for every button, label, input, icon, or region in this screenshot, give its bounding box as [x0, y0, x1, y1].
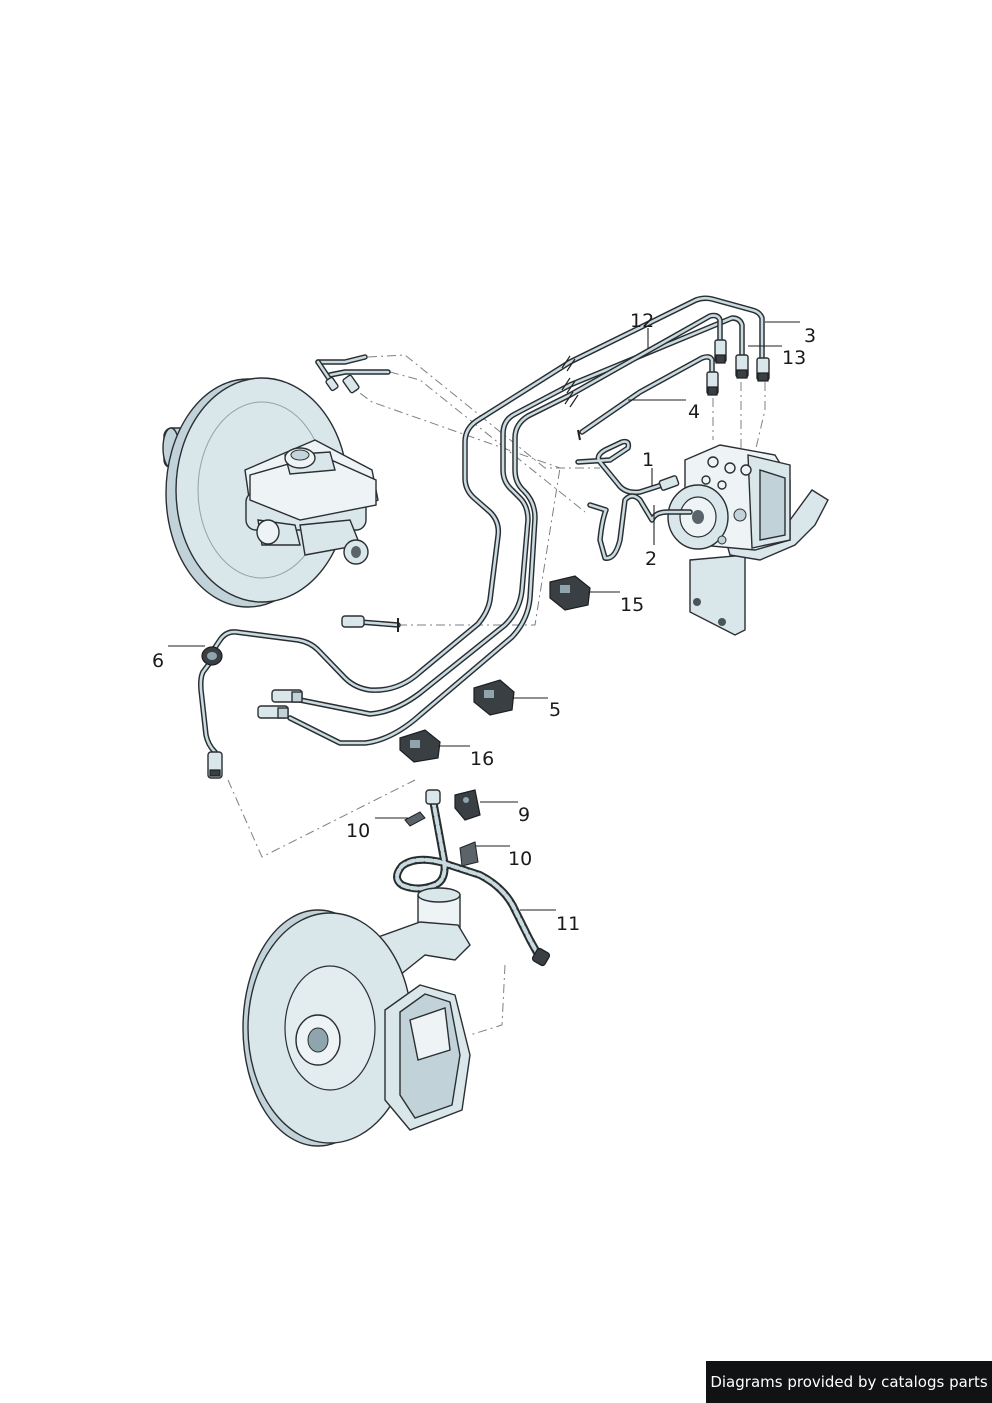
svg-text:5: 5 [549, 699, 561, 721]
union-near-4 [706, 371, 719, 396]
clips-brackets [399, 575, 591, 867]
svg-text:12: 12 [630, 310, 654, 332]
clip-9 [454, 789, 481, 821]
callout-4: 4 [628, 399, 700, 423]
union-line-12-end [271, 689, 303, 703]
callout-5: 5 [512, 697, 561, 721]
brake-hose [393, 789, 551, 967]
clip-16 [399, 729, 441, 763]
callout-15: 15 [588, 591, 644, 616]
clip-5 [473, 679, 515, 716]
svg-text:2: 2 [645, 548, 657, 570]
svg-text:13: 13 [782, 347, 806, 369]
abs-mounting-bracket [689, 554, 746, 636]
brake-lines [198, 295, 765, 755]
callout-11: 11 [520, 909, 580, 935]
callout-13: 13 [748, 345, 806, 369]
union-1 [658, 475, 680, 491]
union-line-4-end [257, 705, 289, 719]
wheel-brake-assembly [242, 887, 471, 1147]
pipe-fittings [201, 339, 770, 779]
svg-text:6: 6 [152, 650, 164, 672]
callout-3: 3 [765, 321, 816, 347]
clip-10-lower [459, 841, 479, 867]
union-13b [756, 357, 770, 382]
union-center [341, 615, 365, 628]
union-13a [735, 354, 749, 379]
callouts: 12 3 13 4 1 2 15 6 [152, 310, 816, 935]
union-4 [714, 339, 727, 364]
svg-text:1: 1 [642, 449, 654, 471]
svg-text:11: 11 [556, 913, 580, 935]
assembly-guide-lines [227, 354, 766, 1036]
callout-6: 6 [152, 645, 205, 672]
clip-15 [549, 575, 591, 611]
callout-9: 9 [480, 801, 530, 826]
svg-text:15: 15 [620, 594, 644, 616]
clip-10-upper [404, 811, 426, 827]
callout-2: 2 [645, 505, 657, 570]
callout-10-lower: 10 [476, 845, 532, 870]
union-left-lower [207, 751, 223, 779]
abs-hydraulic-unit [667, 444, 829, 636]
svg-text:10: 10 [346, 820, 370, 842]
callout-10-upper: 10 [346, 817, 408, 842]
callout-1: 1 [642, 449, 654, 486]
brake-booster-assembly [162, 377, 379, 608]
callout-16: 16 [438, 745, 494, 770]
svg-text:9: 9 [518, 804, 530, 826]
svg-text:3: 3 [804, 325, 816, 347]
svg-text:4: 4 [688, 401, 700, 423]
booster-small-pipes [315, 354, 391, 394]
svg-text:16: 16 [470, 748, 494, 770]
catalog-credit-footer: Diagrams provided by catalogs parts [706, 1361, 992, 1403]
callout-12: 12 [630, 310, 654, 348]
union-6-fitting [201, 646, 223, 666]
svg-text:10: 10 [508, 848, 532, 870]
